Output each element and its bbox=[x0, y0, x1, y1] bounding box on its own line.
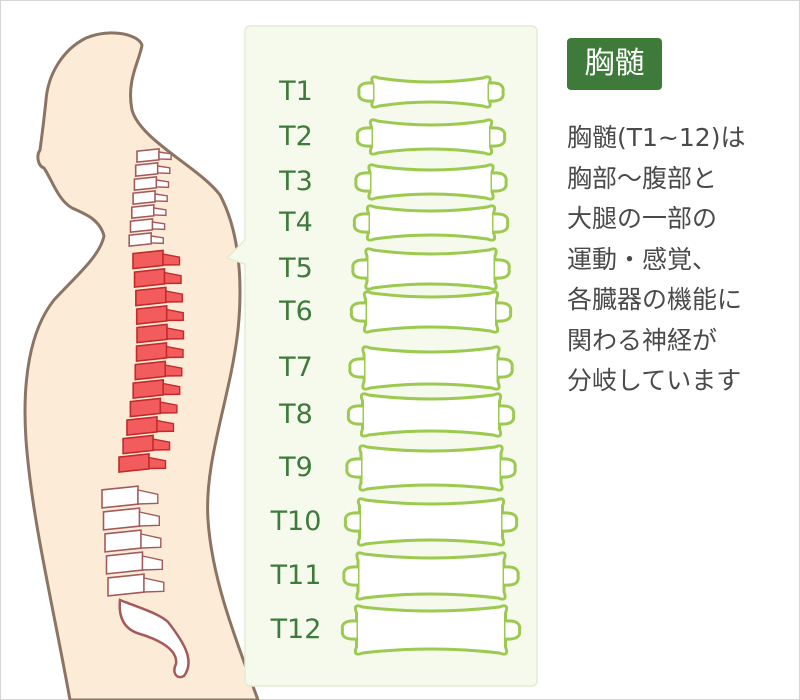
sacrum bbox=[118, 598, 190, 679]
vertebra-process bbox=[494, 258, 511, 280]
level-label-t10: T10 bbox=[270, 506, 322, 537]
vertebra-process bbox=[500, 457, 517, 479]
level-label-t3: T3 bbox=[279, 166, 313, 197]
vertebra-body bbox=[359, 392, 503, 438]
vertebra-process bbox=[340, 619, 357, 641]
vertebra-process bbox=[357, 81, 374, 103]
vertebra-t3 bbox=[354, 163, 508, 201]
description-line-5: 各臓器の機能に bbox=[567, 285, 743, 314]
vertebra-t6 bbox=[349, 290, 513, 334]
spine-segment-lumbar bbox=[101, 485, 159, 509]
spine-segment-cervical bbox=[136, 147, 172, 164]
vertebra-body bbox=[367, 163, 495, 201]
spine-segment-thoracic bbox=[133, 268, 182, 288]
level-label-t7: T7 bbox=[279, 352, 313, 383]
vertebra-body bbox=[364, 247, 498, 291]
vertebra-process bbox=[351, 258, 368, 280]
vertebra-t10 bbox=[343, 497, 519, 547]
spine bbox=[101, 147, 185, 597]
level-label-t5: T5 bbox=[279, 253, 313, 284]
vertebra-process bbox=[497, 357, 514, 379]
description-line-3: 大腿の一部の bbox=[567, 204, 718, 233]
vertebra-process bbox=[496, 301, 513, 323]
spine-segment-thoracic bbox=[136, 323, 185, 344]
vertebra-process bbox=[491, 171, 508, 193]
spine-segment-lumbar bbox=[107, 573, 165, 597]
vertebra-process bbox=[349, 301, 366, 323]
description-line-4: 運動・感覚、 bbox=[567, 244, 718, 274]
spine-segment-cervical bbox=[131, 203, 167, 220]
spine-segment-cervical bbox=[128, 231, 165, 248]
vertebra-body bbox=[370, 75, 492, 109]
vertebra-process bbox=[354, 171, 371, 193]
level-label-t4: T4 bbox=[279, 207, 313, 238]
vertebra-stack bbox=[340, 75, 522, 656]
level-label-t11: T11 bbox=[270, 560, 322, 591]
vertebra-body bbox=[365, 204, 497, 242]
spine-segment-thoracic bbox=[135, 286, 184, 307]
vertebra-process bbox=[343, 511, 360, 533]
level-label-t9: T9 bbox=[279, 452, 313, 483]
spine-segment-thoracic bbox=[134, 360, 183, 381]
vertebra-process bbox=[348, 357, 365, 379]
vertebra-process bbox=[342, 565, 359, 587]
vertebra-process bbox=[355, 126, 372, 148]
section-title-badge: 胸髄 bbox=[567, 38, 662, 90]
vertebra-t1 bbox=[357, 75, 505, 109]
level-label-t2: T2 bbox=[279, 121, 313, 152]
spine-segment-cervical bbox=[129, 217, 166, 234]
vertebra-t5 bbox=[351, 247, 511, 291]
spine-segment-thoracic bbox=[126, 416, 175, 436]
vertebra-process bbox=[488, 81, 505, 103]
vertebra-t2 bbox=[355, 118, 507, 156]
spine-segment-lumbar bbox=[104, 529, 162, 553]
vertebra-t11 bbox=[342, 551, 520, 601]
spine-segment-thoracic bbox=[132, 249, 181, 270]
vertebra-callout-panel bbox=[225, 25, 538, 687]
spine-segment-thoracic bbox=[129, 397, 178, 418]
level-label-t1: T1 bbox=[279, 76, 313, 107]
vertebra-body bbox=[361, 345, 501, 391]
level-label-t12: T12 bbox=[270, 614, 322, 645]
vertebra-body bbox=[353, 604, 509, 656]
spine-segment-thoracic bbox=[135, 342, 184, 362]
spine-segment-thoracic bbox=[132, 379, 181, 399]
vertebra-body bbox=[355, 551, 507, 601]
description-line-7: 分岐しています bbox=[567, 366, 742, 395]
vertebra-process bbox=[502, 511, 519, 533]
spine-segment-lumbar bbox=[105, 551, 164, 575]
vertebra-t4 bbox=[352, 204, 510, 242]
vertebra-process bbox=[346, 404, 363, 426]
vertebra-body bbox=[368, 118, 494, 156]
vertebra-process bbox=[493, 212, 510, 234]
vertebra-process bbox=[499, 404, 516, 426]
vertebra-t12 bbox=[340, 604, 522, 656]
vertebra-process bbox=[505, 619, 522, 641]
spine-segment-thoracic bbox=[135, 305, 184, 325]
vertebra-body bbox=[362, 290, 500, 334]
vertebra-t7 bbox=[348, 345, 514, 391]
level-label-t6: T6 bbox=[279, 296, 313, 327]
description-line-1: 胸髄(T1~12)は bbox=[567, 123, 746, 152]
vertebra-process bbox=[345, 457, 362, 479]
spine-segment-thoracic bbox=[118, 453, 167, 473]
vertebra-t8 bbox=[346, 392, 516, 438]
vertebra-body bbox=[356, 497, 506, 547]
spine-segment-thoracic bbox=[122, 434, 171, 455]
spine-segment-cervical bbox=[133, 175, 170, 192]
vertebra-process bbox=[490, 126, 507, 148]
vertebra-process bbox=[352, 212, 369, 234]
spine-segment-cervical bbox=[132, 189, 168, 206]
vertebra-body bbox=[358, 444, 504, 492]
level-label-t8: T8 bbox=[279, 399, 313, 430]
vertebra-t9 bbox=[345, 444, 517, 492]
description-line-2: 胸部〜腹部と bbox=[567, 163, 718, 193]
description-line-6: 関わる神経が bbox=[567, 325, 718, 355]
spine-segment-cervical bbox=[134, 161, 171, 178]
vertebra-process bbox=[503, 565, 520, 587]
section-description: 胸髄(T1~12)は 胸部〜腹部と 大腿の一部の 運動・感覚、 各臓器の機能に … bbox=[567, 118, 797, 402]
spine-segment-lumbar bbox=[102, 507, 161, 531]
